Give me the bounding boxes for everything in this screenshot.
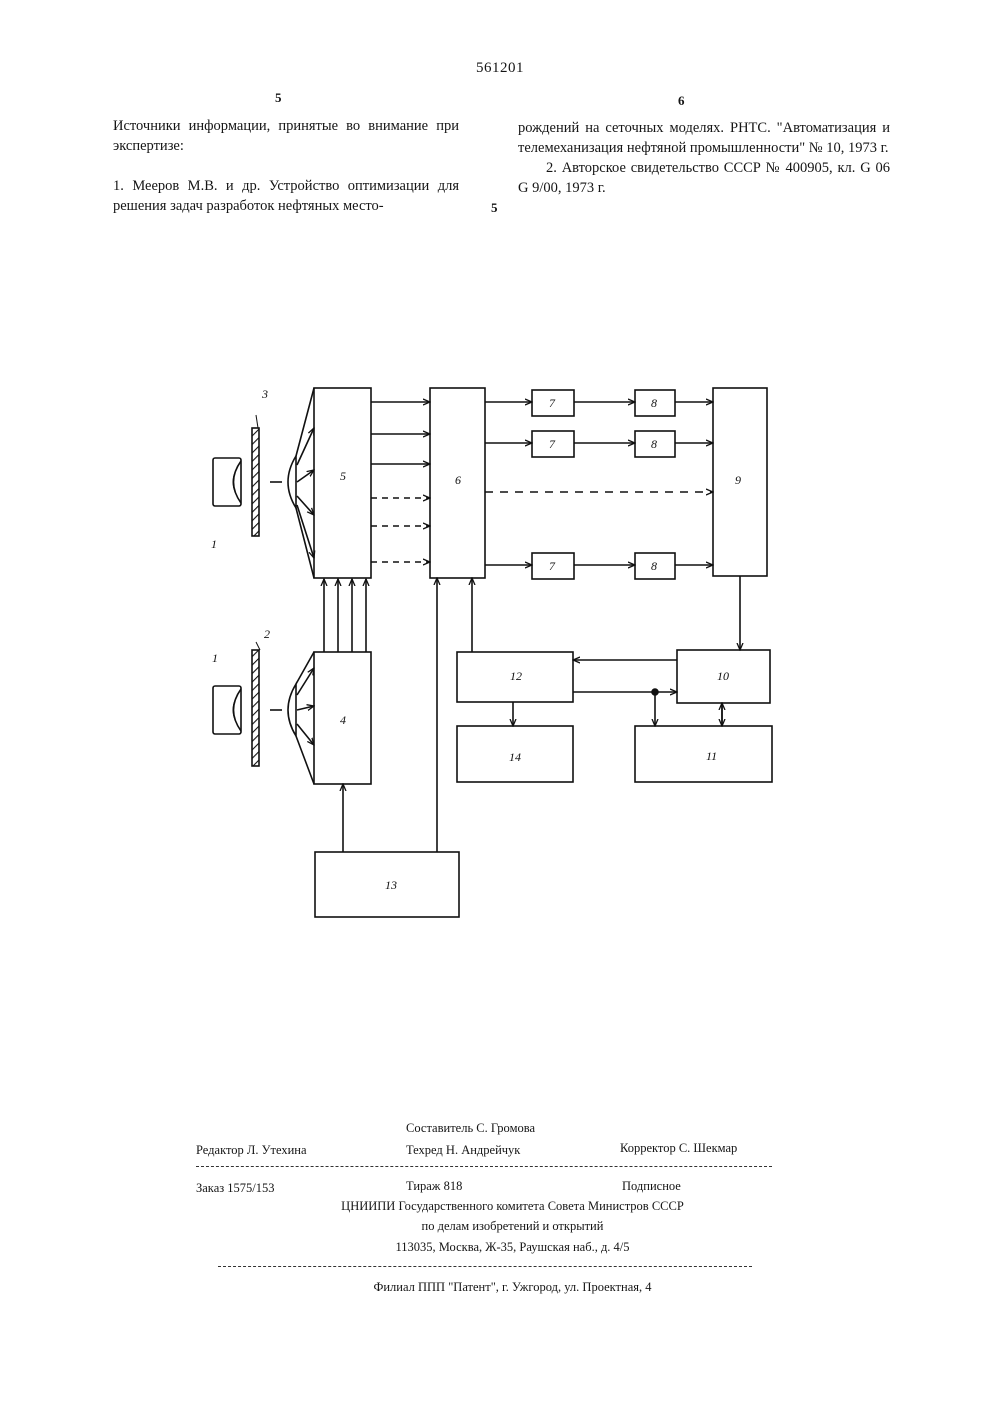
branch-address: Филиал ППП "Патент", г. Ужгород, ул. Про… xyxy=(0,1280,1000,1295)
block-11 xyxy=(635,726,772,782)
order-number: Заказ 1575/153 xyxy=(196,1181,275,1196)
label-3: 3 xyxy=(261,387,268,401)
organization-line-2: по делам изобретений и открытий xyxy=(0,1219,1000,1234)
corrector: Корректор С. Шекмар xyxy=(620,1141,737,1156)
light-source-top xyxy=(213,458,241,506)
lens-top xyxy=(288,456,296,508)
footer-divider-1 xyxy=(196,1166,772,1167)
block-5 xyxy=(314,388,371,578)
organization-line-1: ЦНИИПИ Государственного комитета Совета … xyxy=(0,1199,1000,1214)
label-8-row-3: 8 xyxy=(651,559,657,573)
footer-divider-2 xyxy=(218,1266,752,1267)
label-12: 12 xyxy=(510,669,522,683)
lens-bottom xyxy=(288,684,296,736)
editor: Редактор Л. Утехина xyxy=(196,1143,307,1158)
label-13: 13 xyxy=(385,878,397,892)
label-1-top: 1 xyxy=(211,537,217,551)
label-7-row-1: 7 xyxy=(549,396,556,410)
light-source-bottom xyxy=(213,686,241,734)
circulation: Тираж 818 xyxy=(406,1179,462,1194)
label-1-bottom: 1 xyxy=(212,651,218,665)
label-9: 9 xyxy=(735,473,741,487)
label-8-row-2: 8 xyxy=(651,437,657,451)
label-4: 4 xyxy=(340,713,346,727)
label-7-row-3: 7 xyxy=(549,559,556,573)
techred: Техред Н. Андрейчук xyxy=(406,1143,520,1158)
label-2: 2 xyxy=(264,627,270,641)
organization-address: 113035, Москва, Ж-35, Раушская наб., д. … xyxy=(0,1240,1000,1255)
mask-3 xyxy=(252,428,259,536)
label-14: 14 xyxy=(509,750,521,764)
label-10: 10 xyxy=(717,669,729,683)
label-8-row-1: 8 xyxy=(651,396,657,410)
composer: Составитель С. Громова xyxy=(406,1121,535,1136)
subscription: Подписное xyxy=(622,1179,681,1194)
label-6: 6 xyxy=(455,473,461,487)
label-5: 5 xyxy=(340,469,346,483)
mask-2 xyxy=(252,650,259,766)
label-7-row-2: 7 xyxy=(549,437,556,451)
label-11: 11 xyxy=(706,749,717,763)
